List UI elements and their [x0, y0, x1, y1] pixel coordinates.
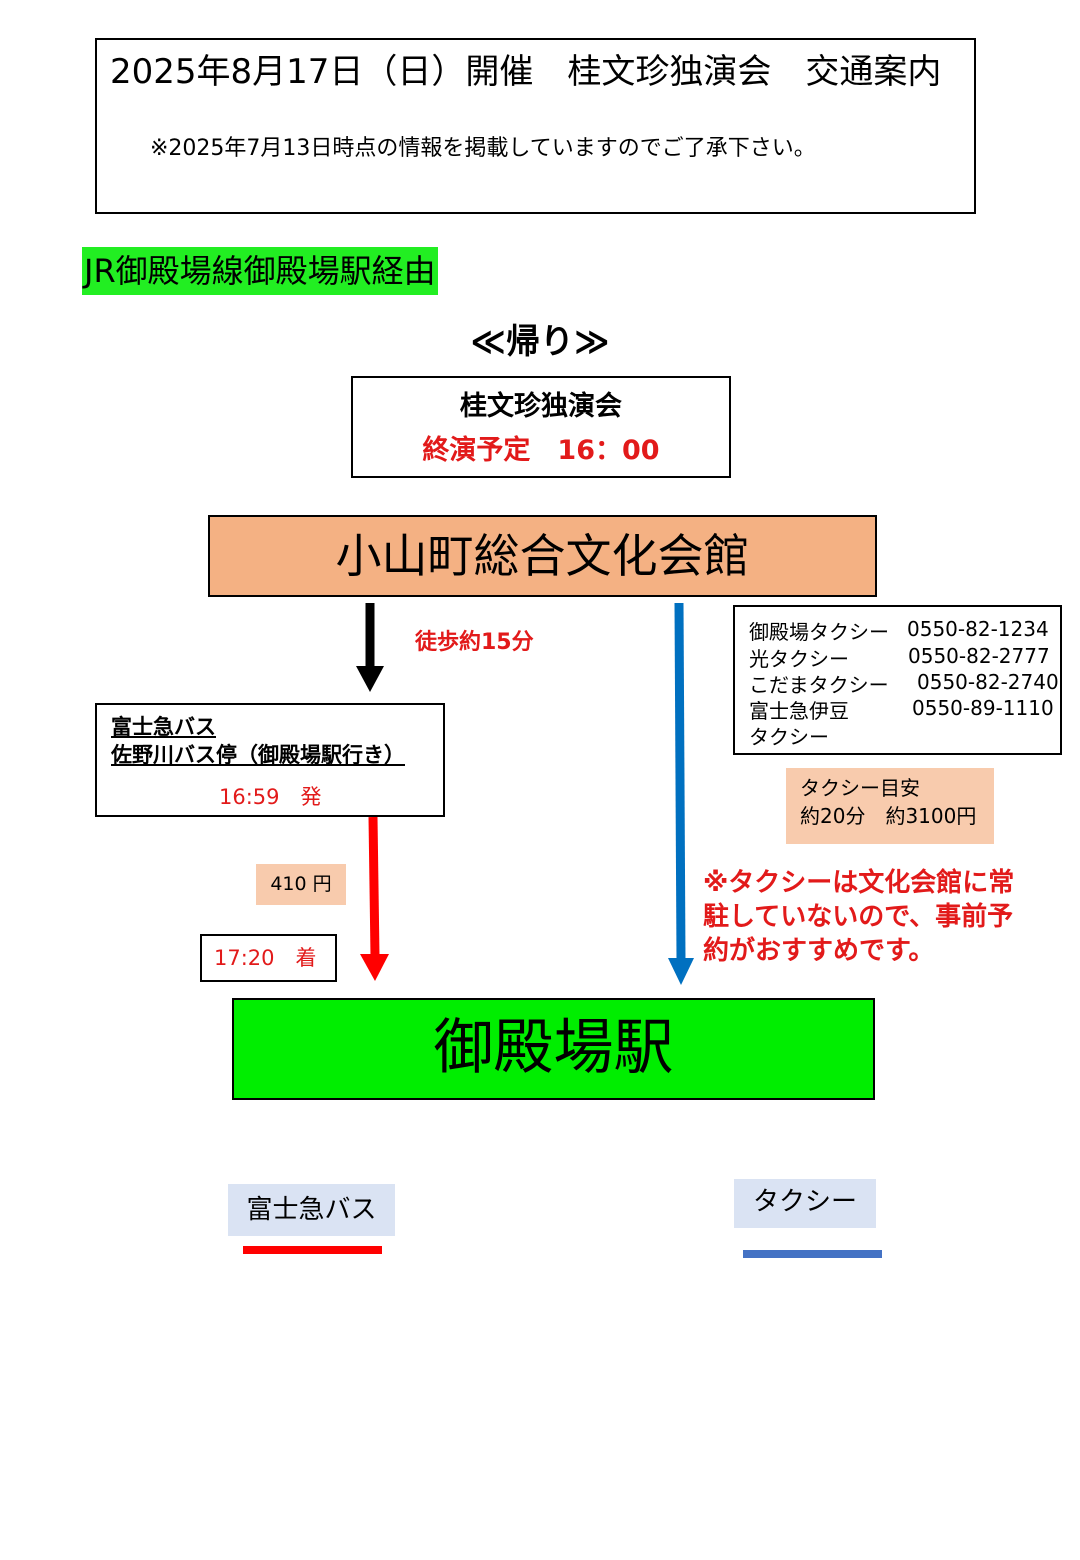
info-date-note: ※2025年7月13日時点の情報を掲載していますのでご了承下さい。: [150, 136, 816, 161]
taxi-estimate-box: タクシー目安 約20分 約3100円: [786, 768, 994, 844]
taxi-company-name: タクシー: [749, 725, 829, 749]
taxi-phone-number: 0550-82-2777: [908, 644, 1050, 668]
return-heading: ≪帰り≫: [470, 322, 610, 362]
bus-stop-name: 佐野川バス停（御殿場駅行き）: [111, 743, 405, 767]
taxi-company-name: こだまタクシー: [749, 673, 889, 697]
taxi-phone-number: 0550-89-1110: [912, 696, 1054, 720]
legend-taxi-line: [743, 1250, 882, 1258]
taxi-arrow: [668, 602, 694, 985]
taxi-company-name: 光タクシー: [749, 647, 849, 671]
event-name: 桂文珍独演会: [460, 391, 622, 422]
taxi-estimate-value: 約20分 約3100円: [800, 804, 977, 828]
end-time: 終演予定 16：00: [422, 435, 660, 466]
walk-arrow: [356, 603, 384, 692]
taxi-company-name: 御殿場タクシー: [749, 620, 889, 644]
legend-bus-line: [243, 1246, 382, 1254]
bus-company-name: 富士急バス: [111, 715, 216, 739]
station-box: 御殿場駅: [232, 998, 875, 1100]
title-box: [95, 38, 976, 214]
bus-stop-box: 富士急バス 佐野川バス停（御殿場駅行き） 16:59 発: [95, 703, 445, 817]
bus-depart-time: 16:59 発: [219, 785, 322, 809]
bus-arrive-time: 17:20 着: [200, 934, 337, 982]
venue-box: 小山町総合文化会館: [208, 515, 877, 597]
route-label: JR御殿場線御殿場駅経由: [82, 247, 438, 295]
taxi-company-list: 御殿場タクシー 0550-82-1234 光タクシー 0550-82-2777 …: [733, 605, 1062, 755]
taxi-reservation-warning: ※タクシーは文化会館に常駐していないので、事前予約がおすすめです。: [703, 868, 1015, 966]
bus-arrow: [360, 816, 389, 981]
taxi-company-name: 富士急伊豆: [749, 699, 849, 723]
taxi-phone-number: 0550-82-2740: [917, 670, 1059, 694]
taxi-phone-number: 0550-82-1234: [907, 617, 1049, 641]
legend-taxi-label: タクシー: [734, 1179, 876, 1228]
page-title: 2025年8月17日（日）開催 桂文珍独演会 交通案内: [110, 52, 942, 92]
legend-bus-label: 富士急バス: [228, 1184, 395, 1236]
walk-time-label: 徒歩約15分: [415, 630, 534, 655]
taxi-estimate-title: タクシー目安: [800, 776, 920, 800]
event-box: 桂文珍独演会 終演予定 16：00: [351, 376, 731, 478]
bus-fare: 410 円: [256, 864, 346, 905]
